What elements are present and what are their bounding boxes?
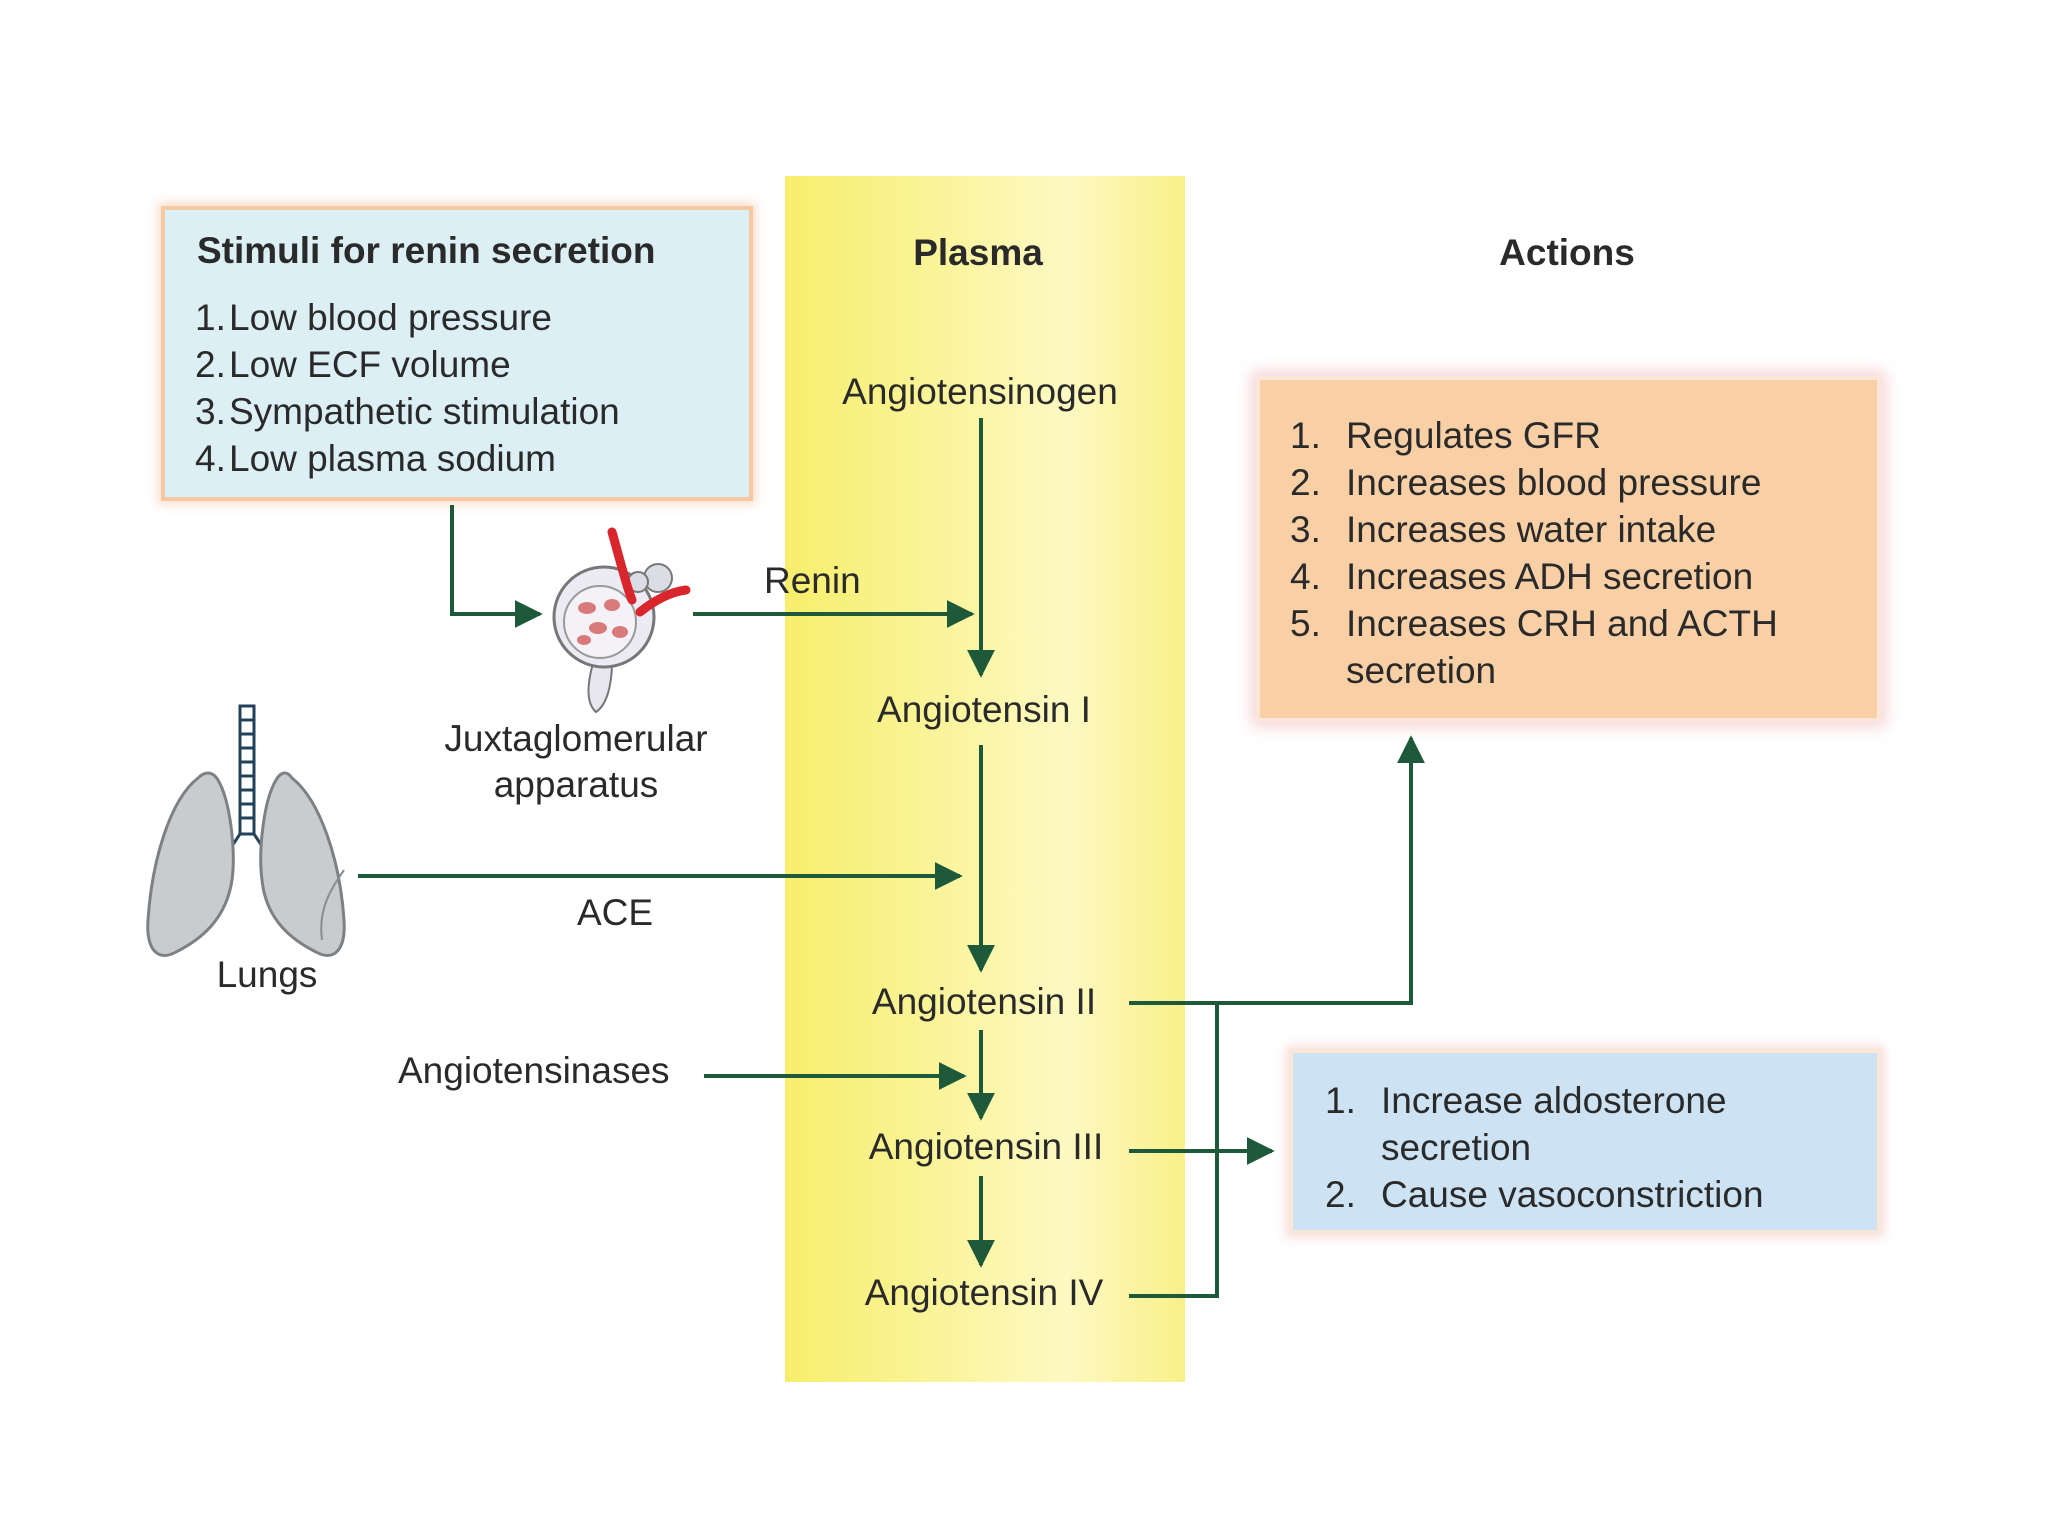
list-item: 2.Low ECF volume bbox=[195, 344, 511, 385]
actions-heading: Actions bbox=[1499, 232, 1635, 273]
list-item: 1.Regulates GFR bbox=[1290, 415, 1601, 456]
stimuli-list: 1.Low blood pressure 2.Low ECF volume 3.… bbox=[195, 294, 749, 482]
juxtaglomerular-apparatus-icon bbox=[552, 527, 691, 714]
angiotensin-2-label: Angiotensin II bbox=[871, 981, 1097, 1022]
plasma-band bbox=[785, 176, 1185, 1382]
list-item: secretion bbox=[1381, 1127, 1532, 1168]
list-item: 5.Increases CRH and ACTH bbox=[1290, 603, 1778, 644]
primary-actions-box: 1.Regulates GFR 2.Increases blood pressu… bbox=[1256, 376, 1881, 722]
arrow-angiotensin2-to-actions bbox=[1129, 735, 1425, 1005]
stimuli-box: Stimuli for renin secretion 1.Low blood … bbox=[161, 206, 753, 501]
plasma-heading: Plasma bbox=[913, 232, 1043, 273]
stimuli-title: Stimuli for renin secretion bbox=[197, 230, 656, 271]
secondary-actions-box: 1.Increase aldosterone secretion 2.Cause… bbox=[1289, 1049, 1881, 1234]
angiotensinogen-label: Angiotensinogen bbox=[842, 371, 1118, 412]
list-item: 1.Increase aldosterone bbox=[1325, 1080, 1727, 1121]
list-item: 3.Increases water intake bbox=[1290, 509, 1717, 550]
secondary-actions-list: 1.Increase aldosterone secretion 2.Cause… bbox=[1325, 1077, 1877, 1218]
lungs-label: Lungs bbox=[216, 954, 318, 995]
ace-label: ACE bbox=[577, 892, 654, 933]
angiotensinases-label: Angiotensinases bbox=[398, 1050, 670, 1091]
list-item: 4.Increases ADH secretion bbox=[1290, 556, 1754, 597]
list-item: 3.Sympathetic stimulation bbox=[195, 391, 620, 432]
angiotensin-1-label: Angiotensin I bbox=[877, 689, 1091, 730]
jga-label-line2: apparatus bbox=[493, 764, 659, 805]
list-item: secretion bbox=[1346, 650, 1497, 691]
arrow-stimuli-to-jga bbox=[450, 505, 543, 628]
list-item: 4.Low plasma sodium bbox=[195, 438, 556, 479]
primary-actions-list: 1.Regulates GFR 2.Increases blood pressu… bbox=[1290, 412, 1877, 694]
lungs-icon bbox=[146, 704, 346, 957]
list-item: 2.Cause vasoconstriction bbox=[1325, 1174, 1764, 1215]
jga-label-line1: Juxtaglomerular bbox=[444, 718, 708, 759]
connector-angiotensin2-to-4 bbox=[1129, 1003, 1219, 1298]
list-item: 2.Increases blood pressure bbox=[1290, 462, 1762, 503]
angiotensin-4-label: Angiotensin IV bbox=[864, 1272, 1104, 1313]
angiotensin-3-label: Angiotensin III bbox=[868, 1126, 1104, 1167]
list-item: 1.Low blood pressure bbox=[195, 297, 552, 338]
renin-label: Renin bbox=[764, 560, 861, 601]
